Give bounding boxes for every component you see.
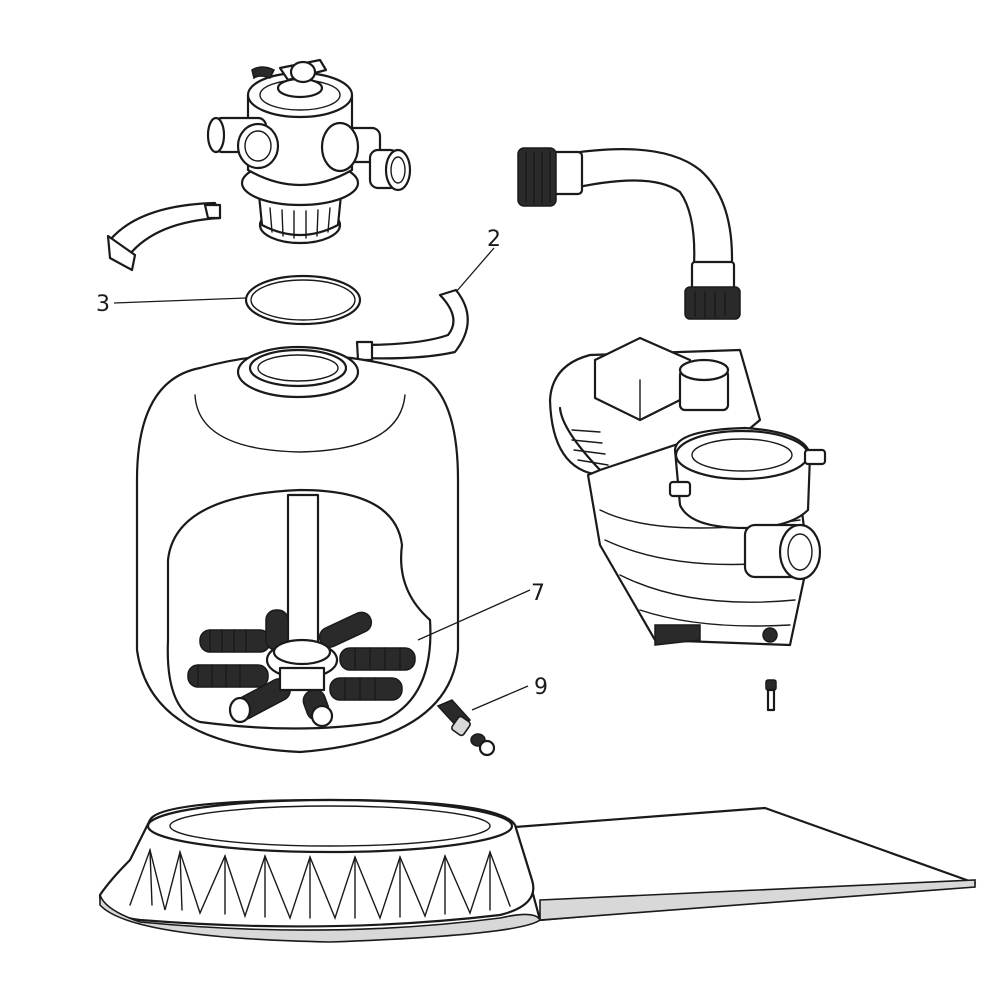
callout-3: 3 bbox=[96, 292, 247, 317]
filter-tank bbox=[135, 345, 460, 754]
clamp-right bbox=[355, 288, 469, 362]
callout-label-9: 9 bbox=[534, 675, 548, 700]
callout-9: 9 bbox=[471, 675, 548, 711]
connection-hose bbox=[517, 147, 741, 320]
bolt bbox=[765, 679, 777, 712]
callout-7: 7 bbox=[417, 581, 545, 641]
base-platform bbox=[98, 798, 977, 943]
callout-2: 2 bbox=[455, 227, 501, 293]
o-ring bbox=[244, 274, 362, 326]
callout-label-3: 3 bbox=[96, 292, 110, 317]
lateral-assembly bbox=[187, 609, 416, 728]
drain-plug bbox=[436, 699, 496, 757]
clamp-left bbox=[106, 201, 222, 272]
pump bbox=[548, 336, 827, 647]
callout-label-2: 2 bbox=[487, 227, 501, 252]
callout-label-7: 7 bbox=[531, 581, 545, 606]
multiport-valve bbox=[206, 58, 412, 245]
